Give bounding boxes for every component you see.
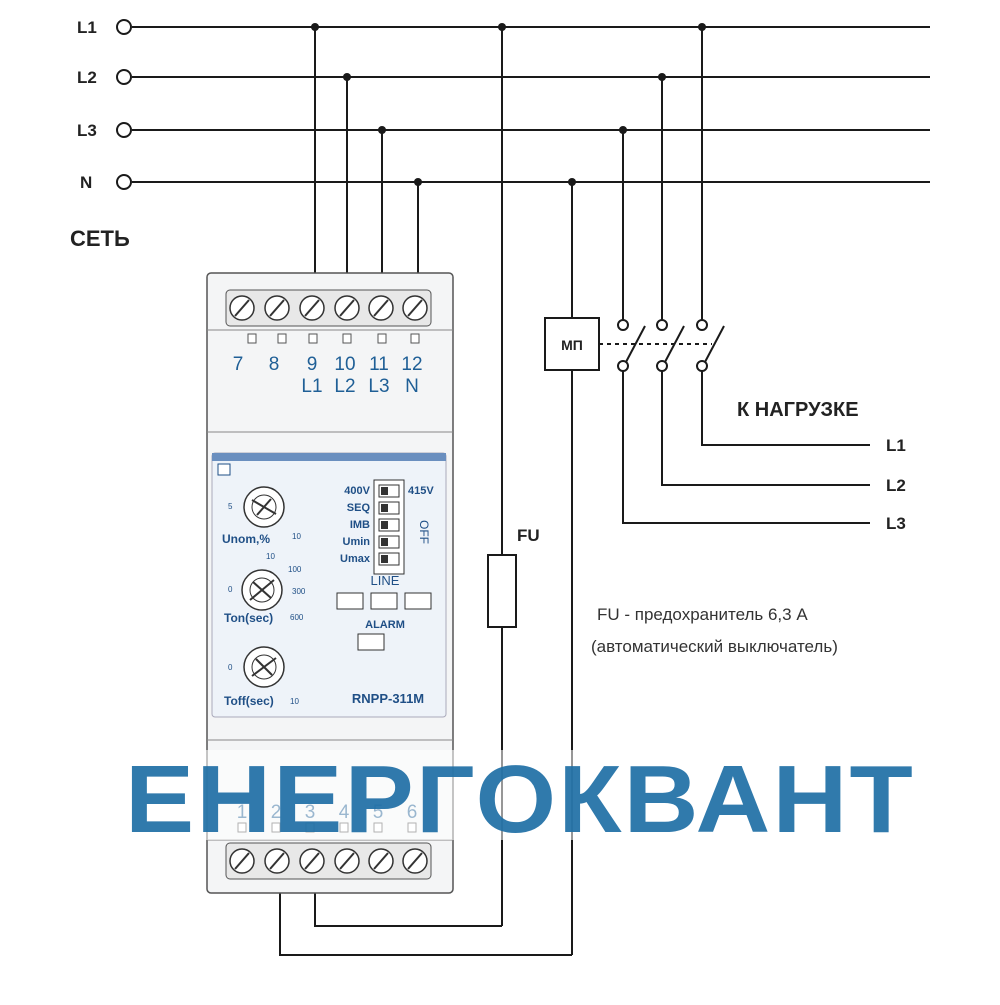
bus-terminals (116, 19, 132, 190)
relay-model: RNPP-311M (352, 691, 424, 706)
terminal-12-phase: N (405, 376, 419, 397)
knob-unom-label: Unom,% (222, 532, 270, 546)
dip-label-imb: IMB (350, 519, 370, 531)
knob-toff-label: Toff(sec) (224, 694, 274, 708)
contact-terminals (617, 319, 708, 372)
dip-label-umin: Umin (343, 536, 371, 548)
terminal-7: 7 (233, 354, 244, 375)
fuse-note-line2: (автоматический выключатель) (591, 637, 838, 656)
alarm-label: ALARM (365, 619, 405, 631)
knob-ton-scale-10: 10 (266, 552, 275, 561)
load-label-l3: L3 (886, 514, 906, 533)
load-label-l2: L2 (886, 476, 906, 495)
dip-switch-block[interactable] (373, 479, 405, 575)
load-label-l1: L1 (886, 436, 906, 455)
terminal-8: 8 (269, 354, 280, 375)
network-buses (132, 26, 930, 183)
terminal-10: 10 (334, 354, 355, 375)
dip-label-seq: SEQ (347, 502, 371, 514)
knob-ton-scale-300: 300 (292, 587, 306, 596)
bus-label-l2: L2 (77, 68, 97, 87)
terminal-10-phase: L2 (334, 376, 355, 397)
knob-unom-max: 10 (292, 532, 301, 541)
bottom-screw-terminals (225, 842, 432, 880)
relay-device: 7 8 9 10 11 12 L1 L2 L3 N (206, 272, 454, 894)
terminal-12: 12 (401, 354, 422, 375)
knob-toff-min: 0 (228, 663, 233, 672)
fuse-label: FU (517, 526, 540, 545)
bus-label-n: N (80, 173, 92, 192)
dip-label-415v: 415V (408, 485, 434, 497)
knob-ton-scale-0: 0 (228, 585, 233, 594)
dip-label-400v: 400V (344, 485, 370, 497)
fuse-symbol (487, 554, 517, 628)
watermark-backdrop (20, 750, 980, 840)
load-title: К НАГРУЗКЕ (737, 399, 859, 421)
brand-logo-icon (217, 463, 231, 476)
relay-supply-wires (314, 27, 419, 290)
dip-off-label: OFF (417, 520, 431, 544)
dip-label-umax: Umax (340, 553, 371, 565)
network-title: СЕТЬ (70, 226, 130, 251)
knob-toff-max: 10 (290, 697, 299, 706)
terminal-11: 11 (369, 354, 389, 375)
line-indicators (336, 592, 432, 610)
knob-ton-scale-100: 100 (288, 565, 302, 574)
contactor-label: МП (561, 337, 583, 353)
watermark-logo: ЕНЕРГОКВАНТ (125, 746, 915, 853)
knob-unom-min: 5 (228, 502, 233, 511)
terminal-9-phase: L1 (301, 376, 322, 397)
terminal-11-phase: L3 (368, 376, 389, 397)
alarm-indicator (357, 633, 385, 651)
top-screw-terminals (225, 289, 432, 344)
knob-toff[interactable] (243, 646, 285, 688)
line-label: LINE (371, 573, 400, 588)
bus-label-l3: L3 (77, 121, 97, 140)
knob-ton-scale-600: 600 (290, 613, 304, 622)
fuse-note-line1: FU - предохранитель 6,3 А (597, 605, 808, 624)
knob-ton-label: Ton(sec) (224, 611, 273, 625)
knob-unom[interactable] (243, 486, 285, 528)
knob-ton[interactable] (241, 569, 283, 611)
contactor-contacts (622, 27, 870, 524)
contactor-coil-wire (279, 182, 573, 956)
panel-header-strip (212, 453, 446, 461)
terminal-9: 9 (307, 354, 318, 375)
junction-dots (311, 23, 706, 186)
bus-label-l1: L1 (77, 18, 97, 37)
